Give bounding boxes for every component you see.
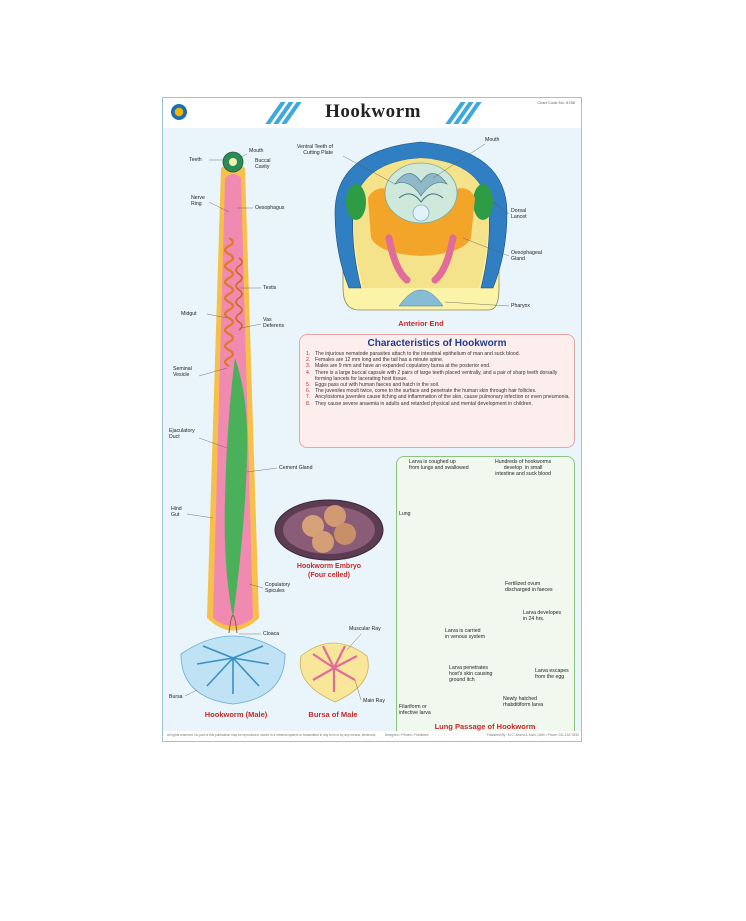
characteristics-title: Characteristics of Hookworm: [367, 338, 507, 349]
label-teeth: Teeth: [189, 157, 202, 163]
label-bursa: Bursa: [169, 694, 183, 700]
characteristic-text: There is a large buccal capsule with 2 p…: [315, 369, 558, 382]
label-dorsal-lancet: Dorsal Lancet: [511, 208, 527, 220]
male-caption: Hookworm (Male): [204, 710, 268, 719]
characteristic-number: 8.: [306, 400, 311, 407]
characteristic-item: 2. Females are 12 mm long and the tail ha…: [306, 357, 570, 363]
label-cloaca: Cloaca: [263, 631, 280, 637]
bursa-caption: Bursa of Male: [308, 710, 358, 719]
characteristic-item: 7. Ancylostoma juveniles cause itching an…: [306, 394, 570, 400]
characteristic-text: The injurious nematode parasites attach …: [315, 351, 521, 357]
characteristic-text: The juveniles moult twice, come to the s…: [315, 388, 537, 395]
label-mouth-male: Mouth: [249, 148, 264, 154]
footer-copyright: All rights reserved. No part of this pub…: [167, 733, 377, 737]
label-buccal-cavity: Buccal Cavity: [255, 158, 271, 170]
characteristic-number: 1.: [306, 351, 311, 357]
male-hookworm-illustration: [180, 151, 286, 705]
characteristic-text: They cause severe anaemia in adults and …: [315, 400, 533, 407]
characteristic-number: 4.: [306, 369, 311, 376]
characteristics-list: 1. The injurious nematode parasites attac…: [306, 351, 570, 407]
anterior-end-caption: Anterior End: [398, 319, 444, 328]
footer-center: Designed • Printed • Published: [385, 733, 429, 737]
characteristic-number: 3.: [306, 363, 311, 370]
poster-header: Hookworm Chart Code No. 8788: [163, 98, 581, 128]
characteristic-text: Ancylostoma juveniles cause itching and …: [315, 394, 570, 401]
label-seminal-vesicle: Seminal Vesicle: [173, 366, 192, 378]
characteristic-number: 2.: [306, 357, 311, 364]
characteristic-item: 1. The injurious nematode parasites attac…: [306, 351, 570, 357]
embryo-illustration: [274, 499, 384, 561]
label-oesophageal-gland: Oesophageal Gland: [511, 250, 542, 262]
label-larva-develops: Larva developes in 24 hrs.: [523, 610, 562, 622]
poster-title: Hookworm: [325, 101, 421, 122]
label-mouth-anterior: Mouth: [485, 137, 500, 143]
label-carried-venous: Larva is carried in venous system: [445, 628, 486, 640]
characteristic-item: 5. Eggs pass out with human faeces and ha…: [306, 382, 570, 388]
label-muscular-ray: Muscular Ray: [349, 626, 381, 632]
label-newly-hatched: Newly hatched rhabditiform larva: [503, 696, 544, 708]
characteristic-number: 5.: [306, 382, 311, 389]
label-hind-gut: Hind Gut: [171, 506, 182, 518]
characteristic-text: Females are 12 mm long and the tail has …: [315, 357, 444, 364]
label-cement-gland: Cement Gland: [279, 465, 313, 471]
footer-publisher: Published By : M.C. Anand & Sons, Delhi …: [486, 733, 579, 737]
characteristic-text: Males are 9 mm and have an expanded copu…: [315, 363, 491, 370]
label-escapes: Larva escapes from the egg: [535, 668, 569, 680]
characteristic-number: 7.: [306, 394, 311, 401]
publisher-logo: [171, 104, 187, 120]
label-lung: Lung: [399, 511, 411, 517]
anterior-end-illustration: [334, 141, 508, 311]
label-hundreds: Hundreds of hookworms develop in small i…: [495, 459, 552, 477]
label-filariform: Filariform or infective larva: [399, 704, 431, 716]
label-ejaculatory-duct: Ejaculatory Duct: [169, 428, 195, 440]
bursa-illustration: [299, 642, 369, 703]
label-main-ray: Main Ray: [363, 698, 385, 704]
label-oesophagus: Oesophagus: [255, 205, 285, 211]
characteristic-text: Eggs pass out with human faeces and hatc…: [315, 382, 440, 389]
characteristic-item: 6. The juveniles moult twice, come to the…: [306, 388, 570, 394]
characteristic-item: 4. There is a large buccal capsule with 2…: [306, 370, 570, 382]
label-midgut: Midgut: [181, 311, 197, 317]
characteristics-box: Characteristics of Hookworm 1. The injuri…: [299, 334, 575, 448]
label-fertilized-ovum: Fertilized ovum discharged in faeces: [505, 581, 553, 593]
label-vas-deferens: Vas Deferens: [263, 317, 285, 329]
characteristic-item: 8. They cause severe anaemia in adults an…: [306, 401, 570, 407]
characteristic-item: 3. Males are 9 mm and have an expanded co…: [306, 363, 570, 369]
embryo-caption: Hookworm Embryo (Four celled): [296, 563, 362, 579]
label-ventral-teeth: Ventral Teeth of Cutting Plate: [297, 144, 333, 156]
leader-lines: [184, 143, 510, 701]
label-penetrates: Larva penetrates host's skin causing gro…: [449, 665, 493, 683]
label-pharynx: Pharynx: [511, 303, 531, 309]
label-testis: Testis: [263, 285, 277, 291]
label-copulatory-spicules: Copulatory Spicules: [265, 582, 291, 594]
label-nerve-ring: Nerve Ring: [191, 195, 205, 207]
poster-footer: All rights reserved. No part of this pub…: [163, 731, 581, 741]
characteristic-number: 6.: [306, 388, 311, 395]
lung-passage-caption: Lung Passage of Hookworm: [434, 722, 536, 731]
lung-passage-box: [396, 456, 575, 738]
catalog-number: Chart Code No. 8788: [537, 100, 575, 105]
label-coughed-up: Larva is coughed up from lungs and swall…: [409, 459, 469, 471]
hookworm-poster: Hookworm Chart Code No. 8788: [162, 97, 582, 742]
